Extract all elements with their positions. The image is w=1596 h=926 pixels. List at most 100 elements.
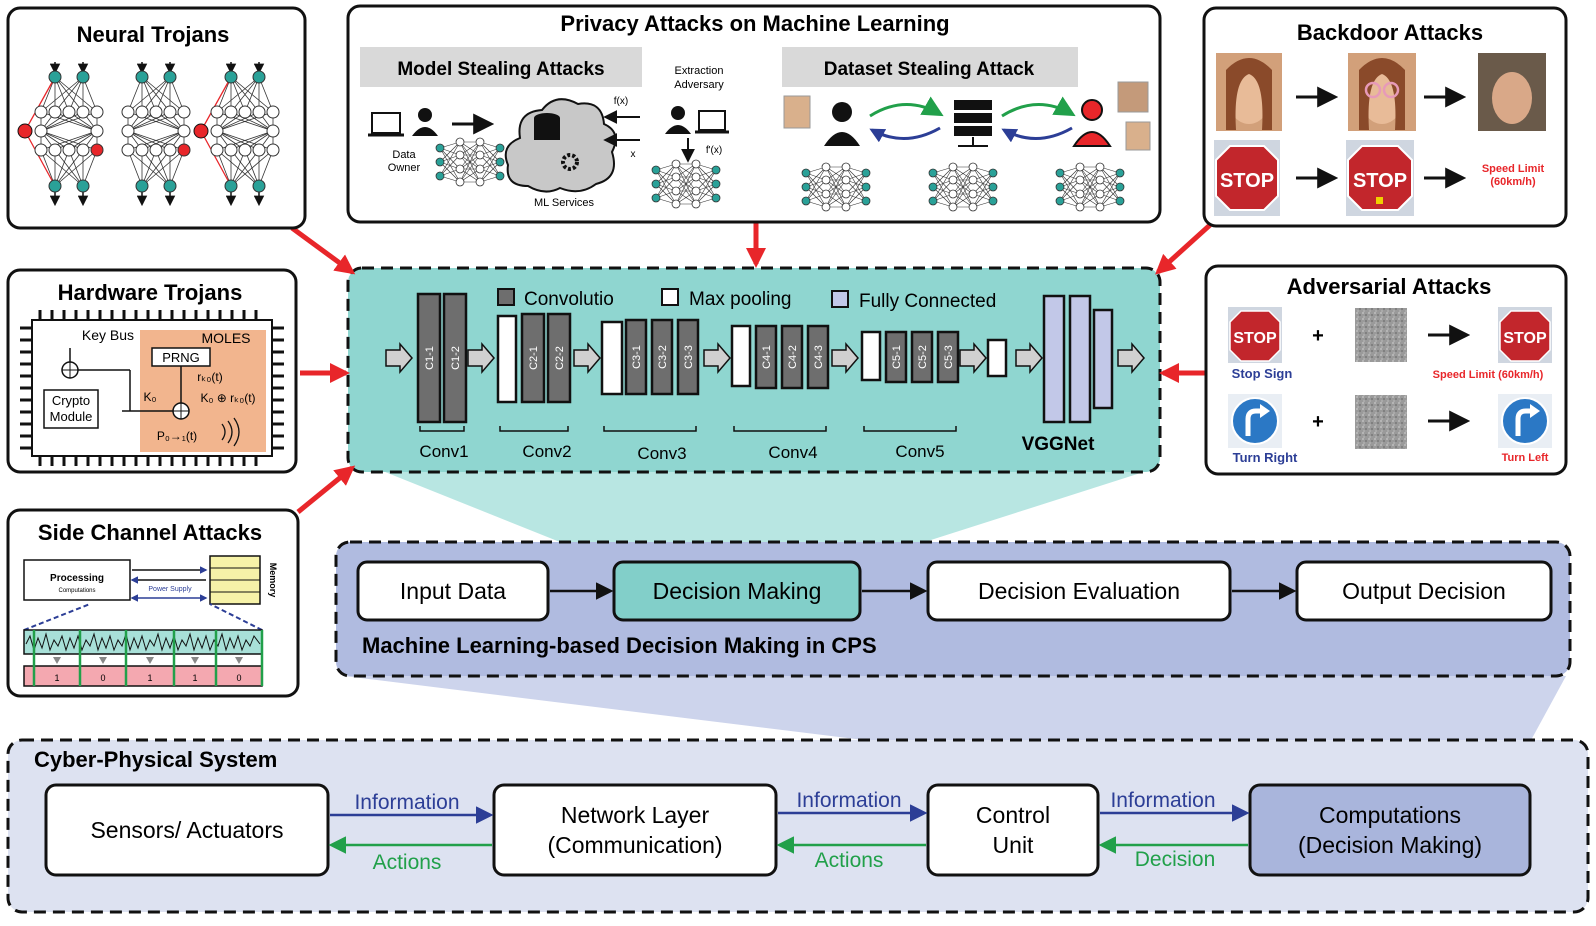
zoom-trapezoid-vgg	[380, 470, 1150, 562]
neuron	[1055, 168, 1065, 178]
control-unit-label-1: Control	[976, 802, 1050, 828]
neuron	[135, 70, 149, 84]
neuron	[76, 70, 90, 84]
processing-box	[23, 559, 131, 601]
neuron	[1115, 168, 1125, 178]
neuron	[1055, 182, 1065, 192]
vgg-group-label-conv3: Conv3	[637, 444, 686, 463]
computations-sub-label: Computations	[58, 588, 95, 594]
neuron	[266, 105, 280, 119]
info-label-1: Information	[354, 791, 459, 814]
neuron	[841, 162, 851, 172]
neuron	[968, 202, 978, 212]
adversarial-title: Adversarial Attacks	[1287, 274, 1492, 299]
bit-value: 1	[54, 673, 59, 683]
computations-label-2: (Decision Making)	[1298, 832, 1482, 858]
input-data-box[interactable]	[356, 560, 550, 622]
neuron	[238, 143, 252, 157]
bit-value: 0	[236, 673, 241, 683]
control-unit-box[interactable]	[926, 783, 1100, 877]
conv-layer-label: C2-2	[554, 346, 566, 370]
conv-layer-label: C4-1	[761, 345, 773, 369]
stop-sign-text: STOP	[1220, 170, 1274, 192]
neuron	[651, 179, 661, 189]
decision-label: Decision	[1135, 848, 1216, 871]
crypto-label-1: Crypto	[52, 393, 90, 408]
legend-fc-label: Fully Connected	[859, 291, 996, 312]
crypto-label-2: Module	[50, 409, 93, 424]
neuron	[62, 105, 76, 119]
k0-xor-label: K₀ ⊕ rₖ₀(t)	[200, 391, 255, 405]
vgg-group-label-conv5: Conv5	[895, 442, 944, 461]
fc-layer	[1042, 294, 1066, 424]
backdoor-speed-limit-2: (60km/h)	[1490, 176, 1536, 188]
triggered-stop-sign-text: STOP	[1353, 170, 1407, 192]
neuron	[1095, 202, 1105, 212]
decision-making-box[interactable]	[612, 560, 862, 622]
neuron	[135, 143, 149, 157]
neuron	[841, 175, 851, 185]
neuron	[135, 105, 149, 119]
neuron	[1055, 196, 1065, 206]
sensors-actuators-box[interactable]	[44, 783, 330, 877]
neuron	[691, 186, 701, 196]
info-label-2: Information	[796, 789, 901, 812]
neuron	[163, 105, 177, 119]
neuron	[266, 124, 280, 138]
neuron	[711, 179, 721, 189]
neuron	[238, 105, 252, 119]
neuron	[48, 105, 62, 119]
model-stealing-title: Model Stealing Attacks	[397, 59, 604, 80]
output-decision-box[interactable]	[1295, 560, 1553, 622]
conv-layer	[754, 324, 778, 390]
neuron	[224, 143, 238, 157]
neuron	[455, 177, 465, 187]
neuron	[435, 171, 445, 181]
neural-trojan-networks	[17, 62, 280, 207]
neuron	[224, 105, 238, 119]
neuron	[76, 143, 90, 157]
conv-layer-label: C4-2	[787, 345, 799, 369]
neuron	[495, 143, 505, 153]
moles-label: MOLES	[201, 330, 250, 346]
extraction-label-1: Extraction	[675, 65, 724, 77]
neuron	[455, 137, 465, 147]
vgg-group-label-conv2: Conv2	[522, 442, 571, 461]
info-label-3: Information	[1110, 789, 1215, 812]
conv-layer	[780, 324, 804, 390]
neuron	[475, 137, 485, 147]
conv-layer-label: C1-1	[424, 346, 436, 370]
conv-layer-label: C1-2	[450, 346, 462, 370]
neuron	[651, 193, 661, 203]
adv-stop-result-text: STOP	[1503, 330, 1547, 347]
output-decision-label: Output Decision	[1342, 578, 1506, 604]
network-layer-box[interactable]	[492, 783, 778, 877]
neuron	[1075, 175, 1085, 185]
neuron	[252, 70, 266, 84]
neuron	[651, 165, 661, 175]
legend-maxpool-swatch	[661, 288, 679, 306]
neuron	[1075, 202, 1085, 212]
neuron	[671, 186, 681, 196]
neuron	[210, 143, 224, 157]
neuron	[968, 175, 978, 185]
neuron	[841, 189, 851, 199]
conv-layer	[520, 312, 546, 404]
neuron	[801, 196, 811, 206]
conv-layer	[936, 330, 960, 384]
decision-evaluation-box[interactable]	[926, 560, 1232, 622]
privacy-attacks-panel: Privacy Attacks on Machine Learning Mode…	[346, 4, 1162, 224]
neuron	[62, 143, 76, 157]
neuron	[928, 168, 938, 178]
side-channel-panel: Side Channel Attacks Processing Computat…	[6, 508, 300, 698]
ml-services-label: ML Services	[534, 197, 595, 209]
network-layer-label-1: Network Layer	[561, 802, 710, 828]
neuron	[34, 124, 48, 138]
computations-box[interactable]	[1248, 783, 1532, 877]
maxpool-layer	[986, 338, 1008, 378]
maxpool-layer	[730, 324, 752, 388]
maxpool-layer	[600, 320, 624, 396]
fc-layer	[1092, 308, 1114, 410]
